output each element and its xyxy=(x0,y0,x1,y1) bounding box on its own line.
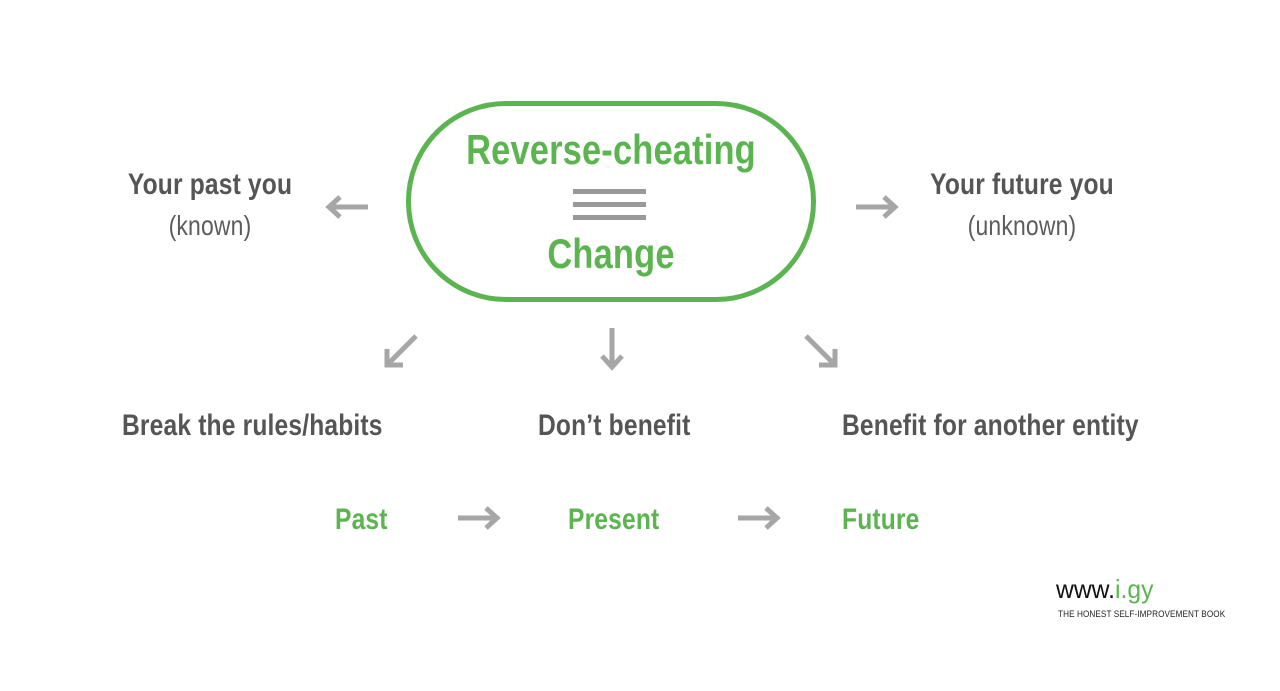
outcome-dont-benefit: Don’t benefit xyxy=(538,409,691,442)
equivalence-bar-middle xyxy=(573,202,646,207)
center-title: Reverse-cheating xyxy=(466,126,756,173)
past-you-subtitle: (known) xyxy=(168,210,252,241)
equivalence-bar-top xyxy=(573,189,646,194)
arrow-down-right-icon xyxy=(804,334,838,368)
center-subtitle: Change xyxy=(547,230,675,277)
equivalence-bar-bottom xyxy=(573,215,646,220)
logo-accent: i.gy xyxy=(1115,574,1154,604)
timeline-future: Future xyxy=(842,503,920,536)
timeline-past: Past xyxy=(335,503,388,536)
logo-prefix: www. xyxy=(1056,574,1116,604)
arrow-down-icon xyxy=(600,328,624,371)
arrow-right-icon xyxy=(856,195,899,219)
timeline-arrow-right-icon xyxy=(458,506,501,530)
center-concept-box xyxy=(406,101,816,302)
timeline-arrow-right-icon xyxy=(738,506,781,530)
timeline-present: Present xyxy=(568,503,660,536)
arrow-left-icon xyxy=(325,195,368,219)
logo-tagline: THE HONEST SELF-IMPROVEMENT BOOK xyxy=(1058,609,1226,620)
site-logo: www.i.gy xyxy=(1056,574,1153,605)
arrow-down-left-icon xyxy=(384,334,418,368)
future-you-title: Your future you xyxy=(930,168,1114,201)
past-you-title: Your past you xyxy=(127,168,293,201)
outcome-break-rules: Break the rules/habits xyxy=(122,409,383,442)
outcome-benefit-another: Benefit for another entity xyxy=(842,409,1139,442)
future-you-subtitle: (unknown) xyxy=(967,210,1077,241)
